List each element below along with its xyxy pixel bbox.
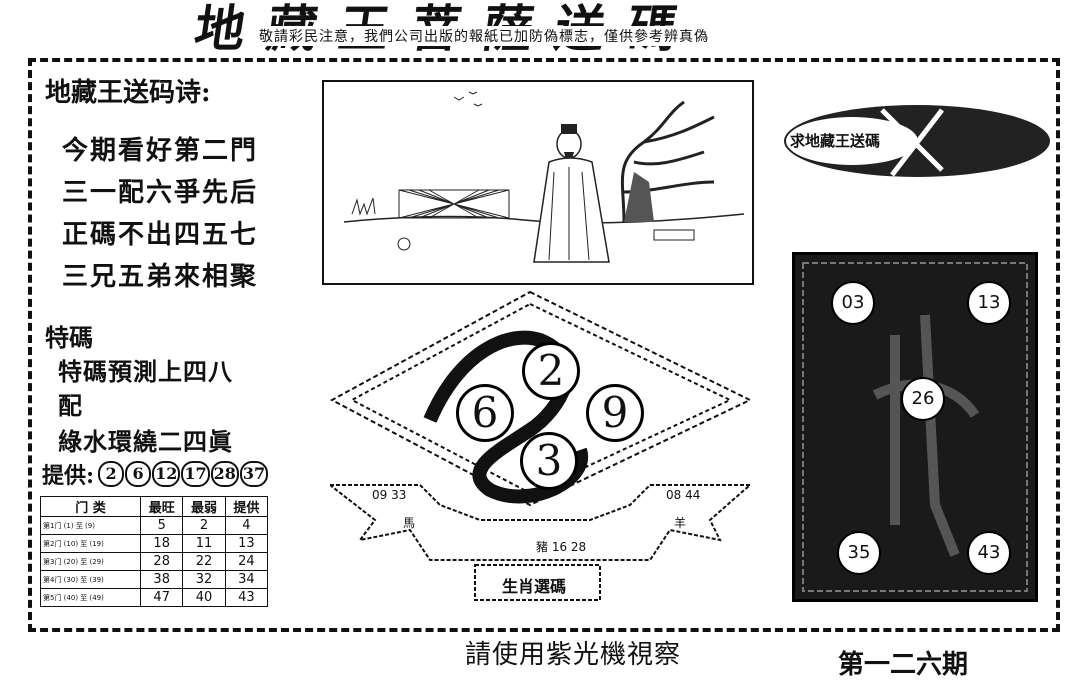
issue-number: 第一二六期 <box>838 650 969 680</box>
oval-text: 求地藏王送碼 <box>790 132 881 150</box>
poem-line: 正碼不出四五七 <box>62 220 259 250</box>
provide-number-circle: 37 <box>239 461 269 487</box>
right-ribbon-numbers: 08 44 <box>666 488 701 502</box>
ribbon-banner: 生肖選碼 <box>502 577 567 596</box>
table-cell: 47 <box>140 588 184 607</box>
table-cell: 43 <box>224 588 269 607</box>
dark-number-panel: 03 13 26 35 43 <box>792 252 1038 602</box>
panel-number-circle: 03 <box>831 281 875 325</box>
table-row: 第3门 (20) 至 (29) 28 22 24 <box>39 552 269 571</box>
poem-line: 三一配六爭先后 <box>62 178 259 208</box>
poem-heading: 地藏王送码诗: <box>45 78 211 108</box>
tema-line: 配 <box>58 391 83 420</box>
provide-number-circle: 6 <box>125 461 152 487</box>
provide-number-circle: 12 <box>152 461 181 487</box>
footer-instruction: 請使用紫光機視察 <box>465 640 682 670</box>
table-header: 提供 <box>224 496 269 517</box>
table-row: 第1门 (1) 至 (9) 5 2 4 <box>39 516 269 535</box>
diamond-shape <box>327 290 753 601</box>
table-row: 第2门 (10) 至 (19) 18 11 13 <box>39 534 269 553</box>
table-cell: 38 <box>140 570 184 589</box>
diamond-ball: 6 <box>456 384 514 442</box>
table-header-row: 门 类 最旺 最弱 提供 <box>39 496 269 517</box>
panel-number-circle: 43 <box>967 531 1011 575</box>
table-cell: 第2门 (10) 至 (19) <box>39 534 142 553</box>
table-row: 第5门 (40) 至 (49) 47 40 43 <box>39 588 269 607</box>
left-ribbon-numbers: 09 33 <box>372 488 407 502</box>
table-cell: 5 <box>140 516 184 535</box>
provide-number-circle: 28 <box>210 461 239 487</box>
poem-line: 今期看好第二門 <box>62 136 259 166</box>
provide-number-circle: 2 <box>98 461 125 487</box>
table-cell: 第5门 (40) 至 (49) <box>39 588 142 607</box>
table-row: 第4门 (30) 至 (39) 38 32 34 <box>39 570 269 589</box>
table-header: 门 类 <box>39 496 142 517</box>
provide-numbers: 2 6 12 17 28 37 <box>98 461 269 487</box>
panel-number-circle: 35 <box>837 531 881 575</box>
table-cell: 18 <box>140 534 184 553</box>
left-ribbon-animal: 馬 <box>403 516 416 530</box>
diamond-ball: 3 <box>520 432 578 490</box>
stats-table: 门 类 最旺 最弱 提供 第1门 (1) 至 (9) 5 2 4 第2门 (10… <box>39 496 269 607</box>
right-ribbon-animal: 羊 <box>674 516 687 530</box>
table-cell: 13 <box>224 534 269 553</box>
table-cell: 2 <box>182 516 226 535</box>
oval-shape <box>784 105 1050 177</box>
provide-number-circle: 17 <box>181 461 210 487</box>
diamond-ball: 9 <box>586 384 644 442</box>
provide-row: 提供: 2 6 12 17 28 37 <box>42 458 269 490</box>
diamond-ball: 2 <box>522 342 580 400</box>
table-cell: 第4门 (30) 至 (39) <box>39 570 142 589</box>
table-header: 最旺 <box>140 496 184 517</box>
tema-line: 綠水環繞二四眞 <box>58 427 233 456</box>
monk-drawing <box>343 91 745 263</box>
provide-label: 提供: <box>42 463 95 489</box>
panel-number-circle: 26 <box>901 377 945 421</box>
monk-illustration <box>322 80 754 285</box>
tema-line: 特碼預測上四八 <box>58 357 233 386</box>
table-header: 最弱 <box>182 496 226 517</box>
tema-heading: 特碼 <box>45 323 93 352</box>
panel-number-circle: 13 <box>967 281 1011 325</box>
oval-badge: 求地藏王送碼 <box>782 100 1052 182</box>
table-cell: 40 <box>182 588 226 607</box>
dashed-border-frame <box>28 58 1060 632</box>
ribbon-bottom-label: 豬 16 28 <box>536 540 587 554</box>
header-subtitle: 敬請彩民注意，我們公司出版的報紙已加防偽標志，僅供參考辨真偽 <box>255 26 713 46</box>
table-cell: 24 <box>224 552 269 571</box>
poem-line: 三兄五弟來相聚 <box>62 262 259 292</box>
header-title-block: 地藏王菩薩送碼 敬請彩民注意，我們公司出版的報紙已加防偽標志，僅供參考辨真偽 <box>191 0 865 58</box>
table-cell: 第3门 (20) 至 (29) <box>39 552 142 571</box>
table-cell: 28 <box>140 552 184 571</box>
table-cell: 32 <box>182 570 226 589</box>
table-cell: 34 <box>224 570 269 589</box>
zodiac-diamond: 2 6 9 3 09 33 馬 08 44 羊 豬 16 28 生肖選碼 <box>327 290 762 610</box>
table-cell: 11 <box>182 534 226 553</box>
table-cell: 4 <box>224 516 269 535</box>
table-cell: 22 <box>182 552 226 571</box>
table-cell: 第1门 (1) 至 (9) <box>39 516 142 535</box>
